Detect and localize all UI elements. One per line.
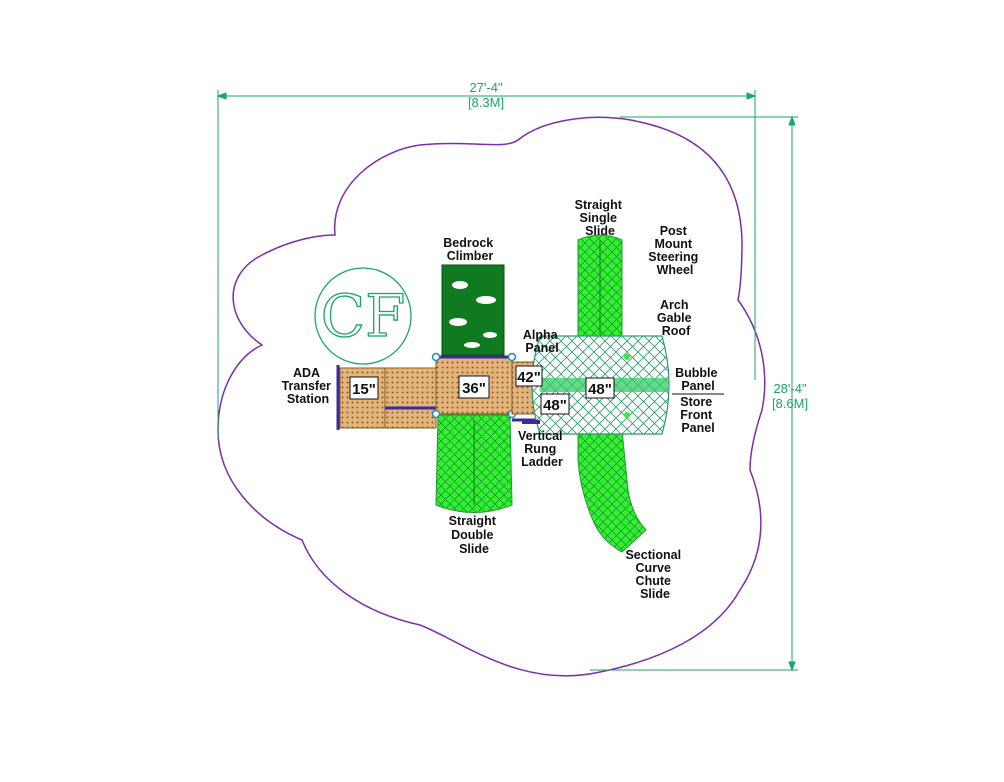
label-arch-gable-roof: Arch Gable Roof — [657, 298, 695, 338]
depth-m-label: [8.6M] — [772, 396, 808, 411]
height-42: 42" — [515, 365, 543, 387]
label-store-front-panel: Store Front Panel — [680, 395, 715, 435]
bedrock-climber — [441, 264, 505, 356]
cf-logo: CF — [314, 267, 412, 365]
height-label: 42" — [517, 369, 541, 386]
height-label: 48" — [588, 381, 612, 398]
label-straight-double-slide: Straight Double Slide — [449, 514, 500, 556]
height-label: 48" — [543, 397, 567, 414]
width-ft-label: 27'-4" — [469, 80, 503, 95]
height-label: 15" — [352, 381, 376, 398]
depth-ft-label: 28'-4" — [773, 381, 807, 396]
label-alpha-panel: Alpha Panel — [523, 328, 561, 355]
label-post-mount-steering-wheel: Post Mount Steering Wheel — [648, 224, 702, 277]
straight-single-slide — [577, 234, 623, 341]
depth-dimension — [590, 115, 798, 672]
width-m-label: [8.3M] — [468, 95, 504, 110]
label-vertical-rung-ladder: Vertical Rung Ladder — [518, 429, 566, 469]
height-48-tower: 48" — [585, 377, 615, 399]
height-label: 36" — [462, 380, 486, 397]
label-sectional-curve-chute-slide: Sectional Curve Chute Slide — [625, 548, 684, 601]
curve-chute-slide — [577, 429, 647, 553]
height-36: 36" — [458, 375, 490, 399]
label-straight-single-slide: Straight Single Slide — [575, 198, 626, 238]
logo-text: CF — [321, 282, 406, 350]
label-bedrock-climber: Bedrock Climber — [443, 236, 497, 263]
height-48-lower: 48" — [540, 393, 570, 415]
label-bubble-panel: Bubble Panel — [675, 366, 721, 393]
use-zone-boundary — [217, 116, 766, 677]
height-15: 15" — [349, 376, 379, 400]
label-ada-transfer-station: ADA Transfer Station — [282, 366, 335, 406]
width-dimension — [216, 90, 757, 440]
